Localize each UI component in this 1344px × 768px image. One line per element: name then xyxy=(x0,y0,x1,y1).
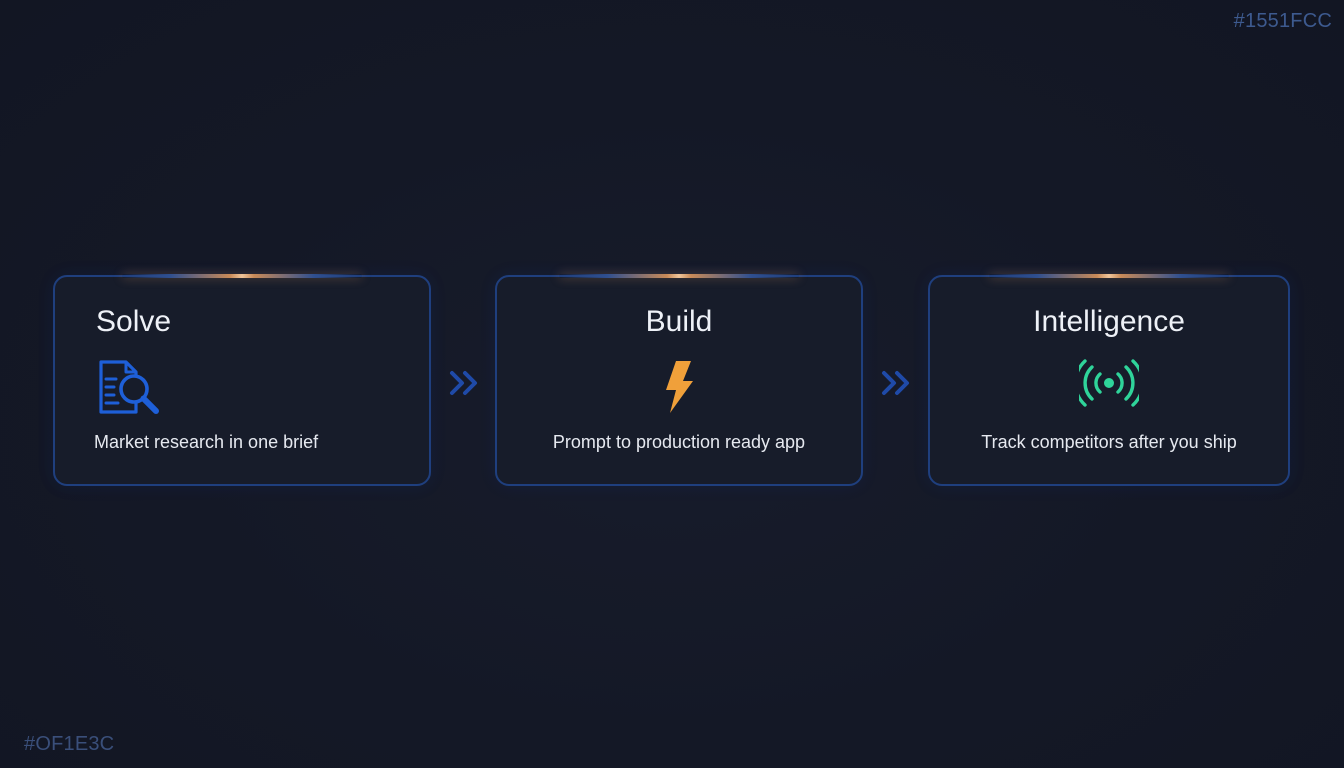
card-top-glow xyxy=(559,274,799,278)
step-description: Market research in one brief xyxy=(94,432,319,452)
step-title: Intelligence xyxy=(1033,305,1185,338)
step-card-intelligence: Intelligence Track competitors after you… xyxy=(928,274,1290,486)
lightning-bolt-icon xyxy=(662,359,696,420)
corner-label-top-right: #1551FCC xyxy=(1233,10,1332,32)
step-card-build: Build Prompt to production ready app xyxy=(495,274,863,486)
double-chevron-right-icon xyxy=(448,366,482,405)
corner-label-bottom-left: #OF1E3C xyxy=(24,733,115,755)
broadcast-signal-icon xyxy=(1073,359,1145,412)
step-card-solve: Solve Market research in one brief xyxy=(53,274,431,486)
step-title: Solve xyxy=(96,305,172,338)
step-description: Track competitors after you ship xyxy=(981,432,1237,452)
card-top-glow xyxy=(122,274,362,278)
double-chevron-right-icon xyxy=(880,366,914,405)
card-top-glow xyxy=(989,274,1229,278)
document-search-icon xyxy=(96,359,164,424)
step-title: Build xyxy=(645,305,713,338)
step-description: Prompt to production ready app xyxy=(552,432,806,452)
